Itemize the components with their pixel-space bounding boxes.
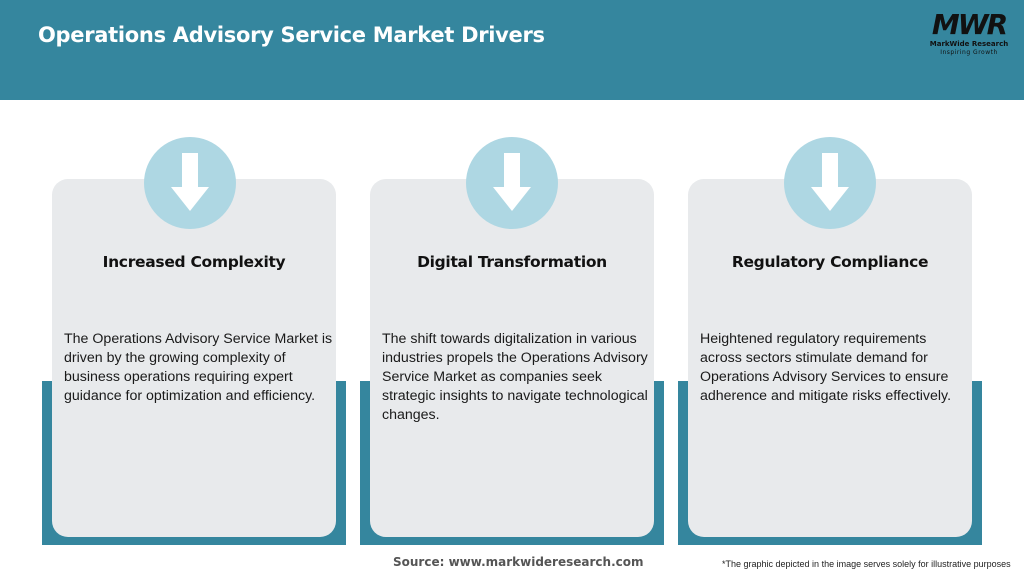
card-description: The shift towards digitalization in vari… [382, 331, 648, 423]
logo-mark: MWR [931, 8, 1008, 41]
driver-card-regulatory-compliance: Regulatory Compliance Heightened regulat… [688, 179, 972, 537]
driver-card-digital-transformation: Digital Transformation The shift towards… [370, 179, 654, 537]
arrow-down-icon [171, 153, 209, 211]
card-title: Regulatory Compliance [731, 253, 929, 271]
company-logo: MWR MarkWide Research Inspiring Growth [924, 10, 1014, 58]
card-description: The Operations Advisory Service Market i… [64, 331, 333, 404]
card-title: Increased Complexity [102, 253, 286, 271]
logo-tagline: Inspiring Growth [940, 49, 998, 56]
icon-circle [784, 137, 876, 229]
page-title: Operations Advisory Service Market Drive… [38, 23, 545, 47]
header-banner: Operations Advisory Service Market Drive… [0, 0, 1024, 100]
icon-circle [466, 137, 558, 229]
source-caption: Source: www.markwideresearch.com [393, 555, 644, 569]
card-title: Digital Transformation [417, 253, 607, 271]
card-description: Heightened regulatory requirements acros… [700, 331, 952, 404]
disclaimer-note: *The graphic depicted in the image serve… [722, 559, 1011, 569]
driver-card-increased-complexity: Increased Complexity The Operations Advi… [52, 179, 336, 537]
arrow-down-icon [811, 153, 849, 211]
icon-circle [144, 137, 236, 229]
logo-name: MarkWide Research [929, 40, 1009, 48]
arrow-down-icon [493, 153, 531, 211]
